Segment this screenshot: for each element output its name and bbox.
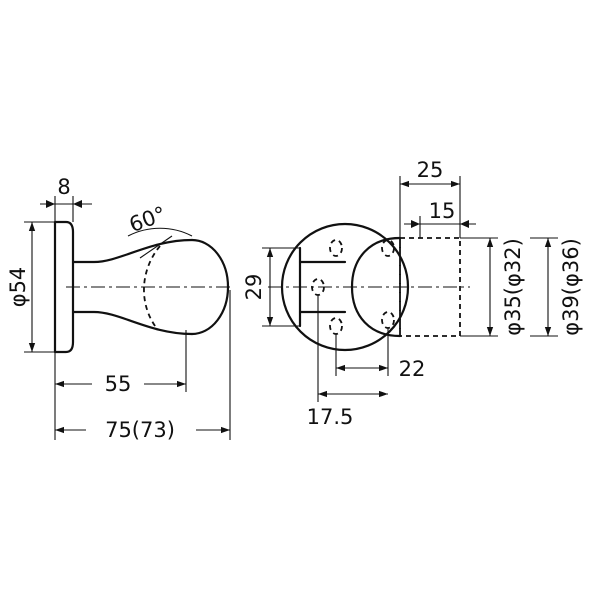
dim-length-to-head: 55	[105, 372, 132, 396]
side-stem	[71, 238, 194, 336]
dim-head-inner: 15	[429, 199, 456, 223]
angle-arc	[127, 227, 193, 237]
side-hidden-arc	[143, 245, 161, 331]
screw-hole	[381, 311, 395, 329]
dim-diameter-inner: φ35(φ32)	[501, 238, 525, 336]
dim-hole-offset: 17.5	[307, 405, 354, 429]
dim-plate-diameter: φ54	[6, 267, 30, 308]
dim-angle: 60°	[126, 202, 169, 237]
dim-head-width: 25	[417, 158, 444, 182]
arrow	[46, 200, 55, 208]
front-neck	[298, 260, 347, 314]
dim-plate-thickness: 8	[57, 175, 70, 199]
arrow	[460, 220, 469, 228]
side-view: 8 φ54 60° 55 75(73)	[6, 175, 231, 442]
arrow	[411, 220, 420, 228]
screw-hole	[329, 317, 343, 335]
arrow	[73, 200, 82, 208]
screw-hole	[381, 239, 395, 257]
dim-diameter-outer: φ39(φ36)	[559, 238, 583, 336]
front-view: 25 15 29 φ35(φ32) φ39(φ36) 22 17.5	[242, 158, 583, 429]
dim-bg	[86, 416, 196, 442]
screw-hole	[329, 239, 343, 257]
dim-hole-pitch: 22	[399, 357, 426, 381]
dim-overall-length: 75(73)	[105, 418, 175, 442]
dim-height: 29	[242, 274, 266, 301]
dim-bg	[92, 370, 144, 396]
side-plate	[53, 220, 75, 354]
angle-line	[139, 235, 173, 259]
